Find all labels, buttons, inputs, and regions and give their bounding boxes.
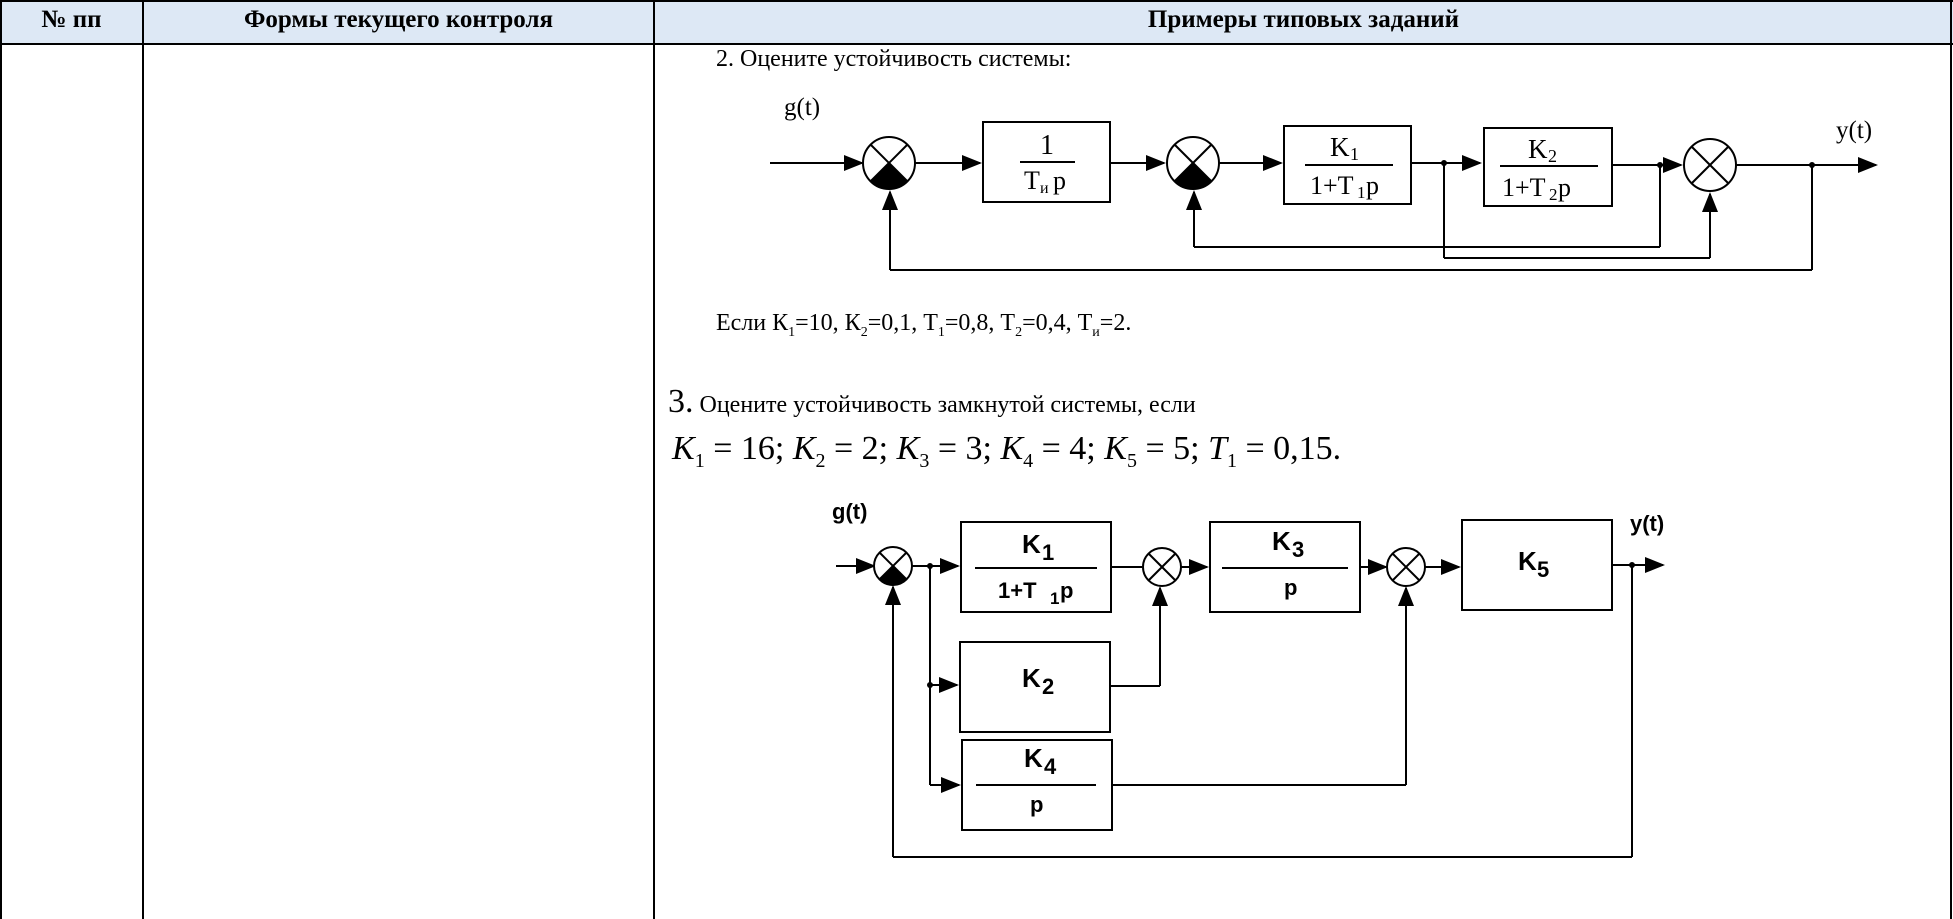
- header-num: № пп: [41, 6, 102, 33]
- table-top-border: [0, 0, 1953, 2]
- task2-block2-den-sub: 1: [1357, 183, 1366, 202]
- task2-block1-num: 1: [1040, 130, 1054, 161]
- formula-T1-val: = 0,15.: [1236, 430, 1342, 467]
- formula-K4-sub: 4: [1023, 449, 1034, 472]
- col-divider-2: [653, 0, 655, 919]
- task2-block2-num-sub: 1: [1350, 144, 1359, 164]
- task3-b1-K: K: [1022, 529, 1041, 559]
- header-cell-forms: [143, 0, 654, 44]
- task2-ti-sub: и: [1092, 324, 1100, 340]
- formula-K5-sub: 5: [1126, 449, 1137, 472]
- header-examples: Примеры типовых заданий: [1147, 6, 1460, 33]
- task2-block3-num-sub: 2: [1548, 146, 1557, 166]
- formula-K5-val: = 5;: [1136, 430, 1209, 467]
- task2-k1-val: =10, К: [795, 310, 861, 336]
- task2-block3-den-sub: 2: [1549, 185, 1558, 204]
- task3-b5-sub: 5: [1537, 557, 1549, 582]
- task3-output-label: y(t): [1630, 511, 1664, 536]
- task3-b1-den-p: p: [1060, 578, 1073, 603]
- formula-K1-sub: 1: [694, 449, 705, 472]
- task2-block2-den-p: p: [1366, 171, 1379, 200]
- task2-block3-den-p: p: [1558, 173, 1571, 202]
- task2-k2-val: =0,1, Т: [867, 310, 938, 336]
- task3-b4-K: K: [1024, 743, 1043, 773]
- formula-K4: K: [1000, 430, 1024, 467]
- task2-k1-sub: 1: [788, 324, 796, 340]
- formula-K3-sub: 3: [919, 449, 930, 472]
- task2-block1-den-p: p: [1053, 166, 1066, 195]
- task2-k2-sub: 2: [860, 324, 868, 340]
- col-divider-1: [142, 0, 144, 919]
- task3-title-text: Оцените устойчивость замкнутой системы, …: [693, 392, 1196, 418]
- task3-b1-den-pre: 1+T: [998, 578, 1037, 603]
- task2-params-prefix: Если К: [716, 310, 789, 336]
- task2-block3-num-K: K: [1528, 134, 1548, 164]
- task2-block3-den-pre: 1+T: [1502, 173, 1546, 202]
- header-forms: Формы текущего контроля: [243, 6, 554, 33]
- task3-b3-den: p: [1284, 575, 1297, 600]
- task2-t1-sub: 1: [937, 324, 945, 340]
- task3-b4-sub: 4: [1044, 754, 1057, 779]
- header-bottom-border: [0, 43, 1953, 45]
- task3-b3-sub: 3: [1292, 537, 1304, 562]
- task2-t2-sub: 2: [1015, 324, 1023, 340]
- task3-number: 3.: [668, 383, 694, 420]
- header-cell-num: [0, 0, 143, 44]
- formula-K5: K: [1104, 430, 1127, 467]
- task2-title: 2. Оцените устойчивость системы:: [716, 46, 1072, 72]
- task2-t1-val: =0,8, Т: [944, 310, 1016, 336]
- task2-block2-den-pre: 1+T: [1310, 171, 1354, 200]
- formula-K1: K: [672, 430, 695, 467]
- table-right-border: [1950, 0, 1952, 919]
- formula-K2: K: [792, 430, 816, 467]
- formula-T1-sub: 1: [1226, 449, 1237, 472]
- task2-params: Если К1=10, К2=0,1, Т1=0,8, Т2=0,4, Ти=2…: [716, 310, 1131, 341]
- formula-K2-val: = 2;: [825, 430, 897, 467]
- task3-b5-K: K: [1518, 546, 1537, 576]
- formula-K1-val: = 16;: [704, 430, 793, 467]
- task3-title: 3. Оцените устойчивость замкнутой систем…: [668, 383, 1196, 421]
- task2-input-label: g(t): [784, 94, 820, 121]
- task2-block2-num-K: K: [1330, 132, 1350, 162]
- task3-b4-den: p: [1030, 792, 1043, 817]
- task3-input-label: g(t): [832, 499, 867, 524]
- task3-b2-K: K: [1022, 663, 1041, 693]
- task2-output-label: y(t): [1836, 117, 1872, 144]
- formula-K4-val: = 4;: [1033, 430, 1105, 467]
- table-left-border: [0, 0, 2, 919]
- task3-b1-sub: 1: [1042, 540, 1054, 565]
- formula-K2-sub: 2: [815, 449, 826, 472]
- task3-b3-K: K: [1272, 526, 1291, 556]
- formula-T1: T: [1208, 430, 1227, 467]
- task2-t2-val: =0,4, Т: [1022, 310, 1093, 336]
- task2-block1-den-T: T: [1024, 166, 1040, 195]
- formula-K3-val: = 3;: [929, 430, 1001, 467]
- task3-b1-den-sub: 1: [1050, 589, 1059, 608]
- task2-ti-val: =2.: [1099, 310, 1132, 336]
- formula-K3: K: [896, 430, 920, 467]
- task3-b2-sub: 2: [1042, 674, 1054, 699]
- task2-block1-den-sub: и: [1040, 180, 1049, 197]
- task3-formula: K1 = 16; K2 = 2; K3 = 3; K4 = 4; K5 = 5;…: [672, 430, 1341, 473]
- header-cell-examples: [654, 0, 1953, 44]
